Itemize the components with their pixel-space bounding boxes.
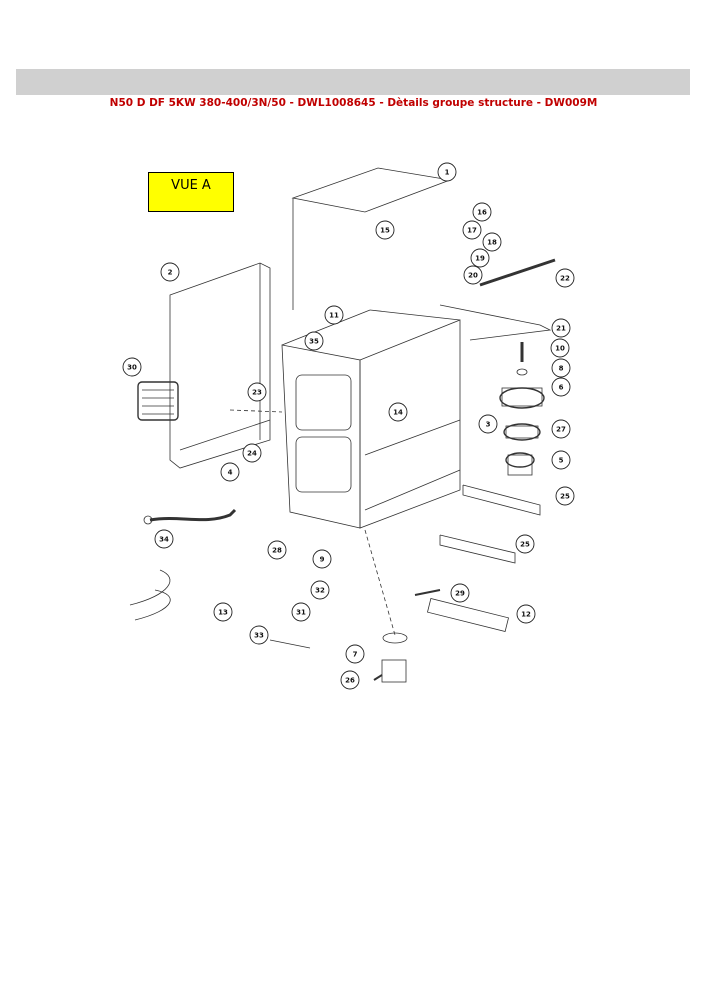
- callout-label: 29: [455, 590, 465, 598]
- callout-5: 5: [551, 450, 571, 470]
- callout-23: 23: [247, 382, 267, 402]
- callout-27: 27: [551, 419, 571, 439]
- callout-33: 33: [249, 625, 269, 645]
- callout-label: 15: [380, 227, 390, 235]
- callout-19: 19: [470, 248, 490, 268]
- callout-label: 25: [560, 493, 570, 501]
- callout-28: 28: [267, 540, 287, 560]
- callout-label: 8: [559, 365, 564, 373]
- callout-21: 21: [551, 318, 571, 338]
- callout-label: 14: [393, 409, 403, 417]
- callout-label: 16: [477, 209, 487, 217]
- page-title: N50 D DF 5KW 380-400/3N/50 - DWL1008645 …: [109, 97, 598, 109]
- side-panel-part: [169, 262, 271, 469]
- rail-part: [479, 258, 556, 287]
- callout-label: 21: [556, 325, 566, 333]
- view-label: VUE A: [171, 178, 211, 193]
- callout-label: 10: [555, 345, 565, 353]
- callout-20: 20: [463, 265, 483, 285]
- cable-bundle-part: [129, 569, 171, 621]
- callout-29: 29: [450, 583, 470, 603]
- nozzle-part: [505, 452, 535, 468]
- callout-label: 18: [487, 239, 497, 247]
- callout-label: 33: [254, 632, 264, 640]
- callout-3: 3: [478, 414, 498, 434]
- heating-element-part: [427, 598, 509, 632]
- callout-label: 31: [296, 609, 306, 617]
- sensor-part: [269, 639, 311, 649]
- callout-2: 2: [160, 262, 180, 282]
- callout-label: 28: [272, 547, 282, 555]
- callout-label: 35: [309, 338, 319, 346]
- callout-17: 17: [462, 220, 482, 240]
- vent-grille-part: [137, 381, 179, 421]
- callout-35: 35: [304, 331, 324, 351]
- drain-gasket-part: [382, 632, 408, 644]
- stiffener-bar-part: [462, 484, 541, 516]
- callout-label: 20: [468, 272, 478, 280]
- callout-34: 34: [154, 529, 174, 549]
- callout-label: 25: [520, 541, 530, 549]
- callout-label: 1: [445, 169, 450, 177]
- callout-14: 14: [388, 402, 408, 422]
- hose-part: [149, 508, 237, 522]
- callout-label: 7: [353, 651, 358, 659]
- callout-label: 6: [559, 384, 564, 392]
- callout-25: 25: [555, 486, 575, 506]
- callout-label: 30: [127, 364, 137, 372]
- callout-1: 1: [437, 162, 457, 182]
- callout-label: 2: [168, 269, 173, 277]
- callout-26: 26: [340, 670, 360, 690]
- callout-7: 7: [345, 644, 365, 664]
- callout-label: 9: [320, 556, 325, 564]
- callout-9: 9: [312, 549, 332, 569]
- callout-label: 17: [467, 227, 477, 235]
- callout-label: 23: [252, 389, 262, 397]
- callout-30: 30: [122, 357, 142, 377]
- callout-25-lower: 25: [515, 534, 535, 554]
- callout-24: 24: [242, 443, 262, 463]
- callout-13: 13: [213, 602, 233, 622]
- callout-10: 10: [550, 338, 570, 358]
- callout-11: 11: [324, 305, 344, 325]
- view-label-box: VUE A: [148, 172, 234, 212]
- bracket-part: [439, 304, 552, 341]
- header-bar: [16, 69, 690, 95]
- callout-label: 26: [345, 677, 355, 685]
- callout-16: 16: [472, 202, 492, 222]
- pump-cap-part: [499, 387, 545, 409]
- callout-8: 8: [551, 358, 571, 378]
- callout-label: 24: [247, 450, 257, 458]
- callout-label: 11: [329, 312, 339, 320]
- callout-15: 15: [375, 220, 395, 240]
- callout-label: 27: [556, 426, 566, 434]
- drain-body-part: [381, 659, 407, 683]
- callout-22: 22: [555, 268, 575, 288]
- callout-4: 4: [220, 462, 240, 482]
- callout-label: 4: [228, 469, 233, 477]
- front-frame-part: [281, 344, 361, 529]
- callout-12: 12: [516, 604, 536, 624]
- callout-18: 18: [482, 232, 502, 252]
- callout-31: 31: [291, 602, 311, 622]
- callout-label: 19: [475, 255, 485, 263]
- filter-part: [503, 423, 541, 441]
- callout-label: 22: [560, 275, 570, 283]
- callout-32: 32: [310, 580, 330, 600]
- top-cover-part: [291, 167, 452, 213]
- callout-label: 34: [159, 536, 169, 544]
- callout-label: 5: [559, 457, 564, 465]
- exploded-parts-diagram: 1 16 17 15 18 19 20 22 2 21 11 35 10 8 3…: [122, 162, 575, 690]
- callout-label: 12: [521, 611, 531, 619]
- callout-label: 13: [218, 609, 228, 617]
- callout-label: 3: [486, 421, 491, 429]
- callout-6: 6: [551, 377, 571, 397]
- callout-label: 32: [315, 587, 325, 595]
